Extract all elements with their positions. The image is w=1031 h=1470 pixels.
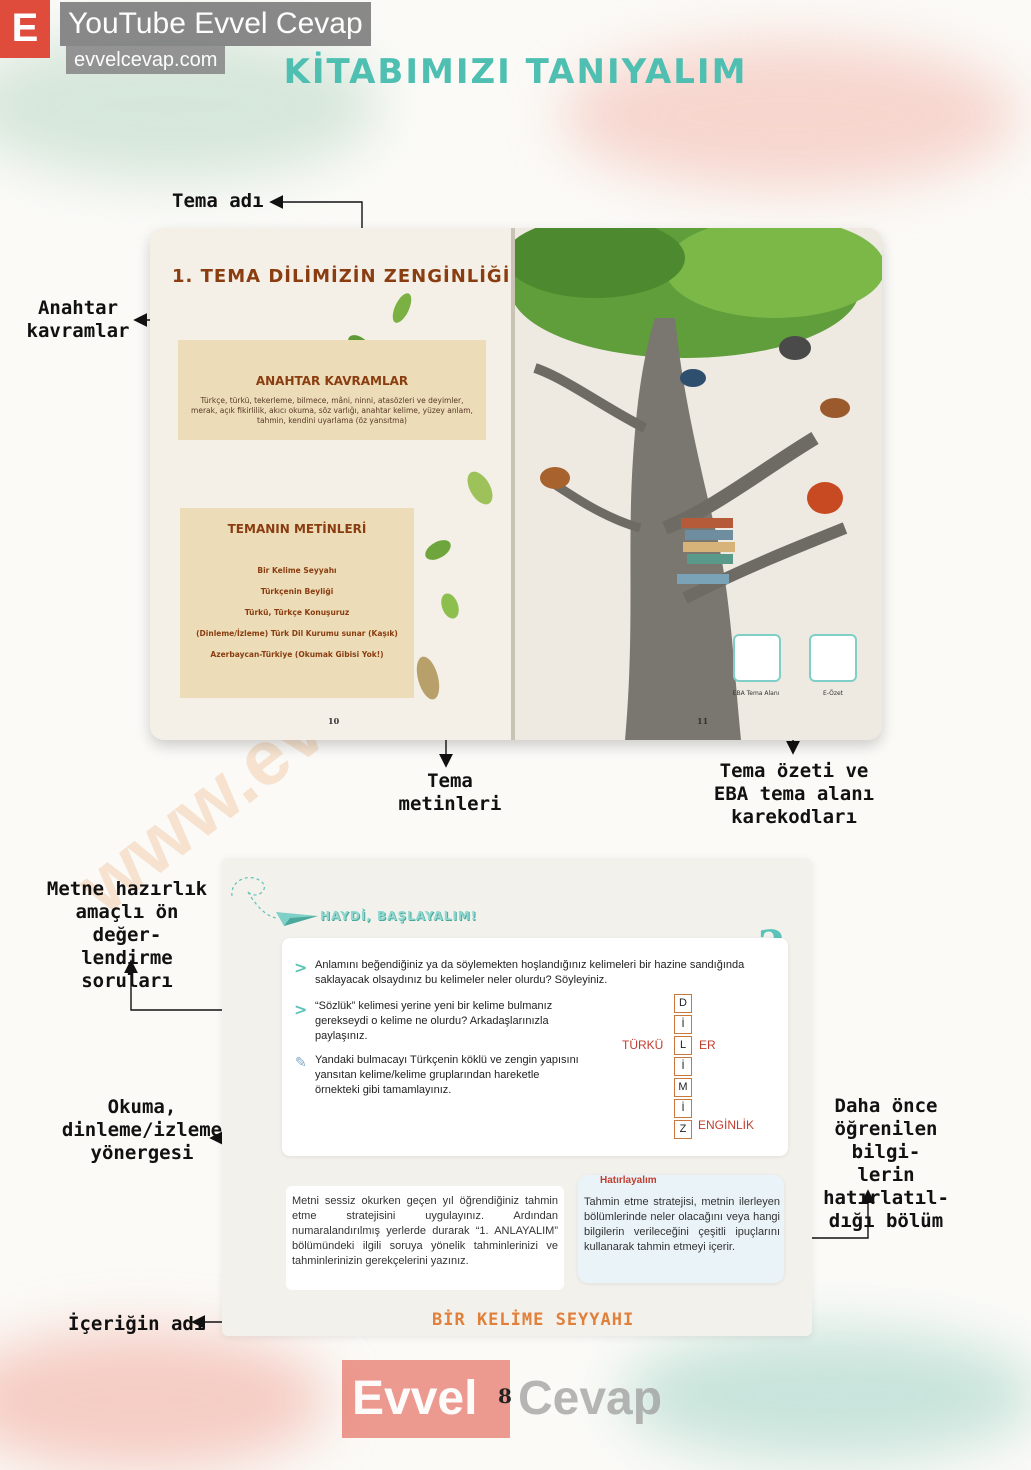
chevron-right-icon: > [294, 1000, 308, 1019]
qr-code-e-ozet[interactable] [809, 634, 857, 682]
hatirlayalim-box: Hatırlayalım Tahmin etme stratejisi, met… [578, 1175, 784, 1283]
puzzle-cell[interactable]: Z [674, 1120, 692, 1139]
list-item: Türkçenin Beyliği [260, 587, 334, 596]
callout-okuma-yonergesi: Okuma, dinleme/izleme yönergesi [61, 1096, 223, 1164]
paper-plane-icon [231, 877, 318, 926]
page-number: 8 [498, 1384, 512, 1408]
hatirlayalim-text: Tahmin etme stratejisi, metnin ilerleyen… [584, 1196, 780, 1253]
callout-metne-hazirlik: Metne hazırlık amaçlı ön değer- lendirme… [46, 878, 208, 992]
callout-anahtar-kavramlar: Anahtar kavramlar [26, 297, 130, 342]
brand-logo: E [0, 0, 50, 58]
puzzle-cell[interactable]: M [674, 1078, 692, 1097]
pencil-icon: ✎ [295, 1055, 307, 1071]
book-spine [511, 228, 515, 740]
tema-metinleri-heading: TEMANIN METİNLERİ [227, 522, 367, 536]
page-number-right: 11 [697, 716, 709, 726]
anahtar-kavramlar-heading: ANAHTAR KAVRAMLAR [255, 374, 409, 388]
book-right-page: EBA Tema Alanı E-Özet 11 [515, 228, 882, 740]
page-title: KİTABIMIZI TANIYALIM [283, 52, 748, 92]
reading-instruction-text: Metni sessiz okurken geçen yıl öğrendiği… [292, 1195, 558, 1267]
anahtar-kavramlar-text: Türkçe, türkü, tekerleme, bilmece, mâni,… [191, 396, 473, 425]
tema-metinleri-list: Bir Kelime Seyyahı Türkçenin Beyliği Tür… [180, 560, 414, 665]
callout-icerik-adi: İçeriğin adı [68, 1313, 206, 1335]
section-heading-haydi: HAYDİ, BAŞLAYALIM! [320, 909, 478, 923]
list-item: Türkü, Türkçe Konuşuruz [244, 608, 350, 617]
qr-label-e-ozet: E-Özet [822, 690, 844, 697]
bottom-brand-left: Evvel [342, 1360, 510, 1438]
question-2: “Sözlük” kelimesi yerine yeni bir kelime… [315, 1000, 553, 1042]
book-left-page: 1. TEMA DİLİMİZİN ZENGİNLİĞİ ANAHTAR KAV… [150, 228, 513, 740]
qr-code-eba[interactable] [733, 634, 781, 682]
puzzle-word-right-er: ER [699, 1038, 716, 1052]
chevron-right-icon: > [294, 958, 308, 977]
brand-url[interactable]: evvelcevap.com [66, 46, 226, 74]
puzzle-cell[interactable]: D [674, 994, 692, 1013]
anahtar-kavramlar-box: ANAHTAR KAVRAMLAR Türkçe, türkü, tekerle… [178, 340, 486, 440]
lesson-page-panel: HAYDİ, BAŞLAYALIM! ? > Anlamını beğendiğ… [222, 858, 812, 1336]
content-title: BİR KELİME SEYYAHI [432, 1310, 635, 1330]
list-item: (Dinleme/İzleme) Türk Dil Kurumu sunar (… [196, 629, 398, 638]
puzzle-cell[interactable]: L [674, 1036, 692, 1055]
puzzle-cell[interactable]: İ [674, 1057, 692, 1076]
theme-title: 1. TEMA DİLİMİZİN ZENGİNLİĞİ [172, 266, 511, 287]
puzzle-word-right-enginlik: ENGİNLİK [698, 1118, 755, 1132]
book-spread: 1. TEMA DİLİMİZİN ZENGİNLİĞİ ANAHTAR KAV… [150, 228, 882, 740]
page-number-left: 10 [328, 716, 340, 726]
list-item: Azerbaycan-Türkiye (Okumak Gibisi Yok!) [210, 650, 384, 659]
prep-questions-box: > Anlamını beğendiğiniz ya da söylemekte… [282, 938, 788, 1156]
list-item: Bir Kelime Seyyahı [257, 566, 337, 575]
callout-tema-metinleri: Tema metinleri [398, 770, 502, 815]
reading-instruction-box: Metni sessiz okurken geçen yıl öğrendiği… [286, 1186, 564, 1290]
hatirlayalim-heading: Hatırlayalım [600, 1175, 657, 1186]
tree-illustration [515, 228, 882, 740]
puzzle-word-left: TÜRKÜ [622, 1038, 664, 1052]
qr-label-eba: EBA Tema Alanı [732, 690, 780, 697]
question-1: Anlamını beğendiğiniz ya da söylemekten … [315, 959, 745, 986]
callout-daha-once: Daha önce öğrenilen bilgi- lerin hatırla… [823, 1095, 949, 1232]
tema-metinleri-box: TEMANIN METİNLERİ Bir Kelime Seyyahı Tür… [180, 508, 414, 698]
callout-tema-ozeti: Tema özeti ve EBA tema alanı karekodları [713, 760, 875, 828]
callout-tema-adi: Tema adı [172, 190, 264, 212]
question-3: Yandaki bulmacayı Türkçenin köklü ve zen… [315, 1054, 579, 1096]
brand-title[interactable]: YouTube Evvel Cevap [60, 2, 371, 46]
bottom-brand-right: Cevap [518, 1372, 663, 1425]
puzzle-cell[interactable]: İ [674, 1015, 692, 1034]
bottom-brand: Evvel Cevap [342, 1360, 692, 1438]
puzzle-cell[interactable]: İ [674, 1099, 692, 1118]
